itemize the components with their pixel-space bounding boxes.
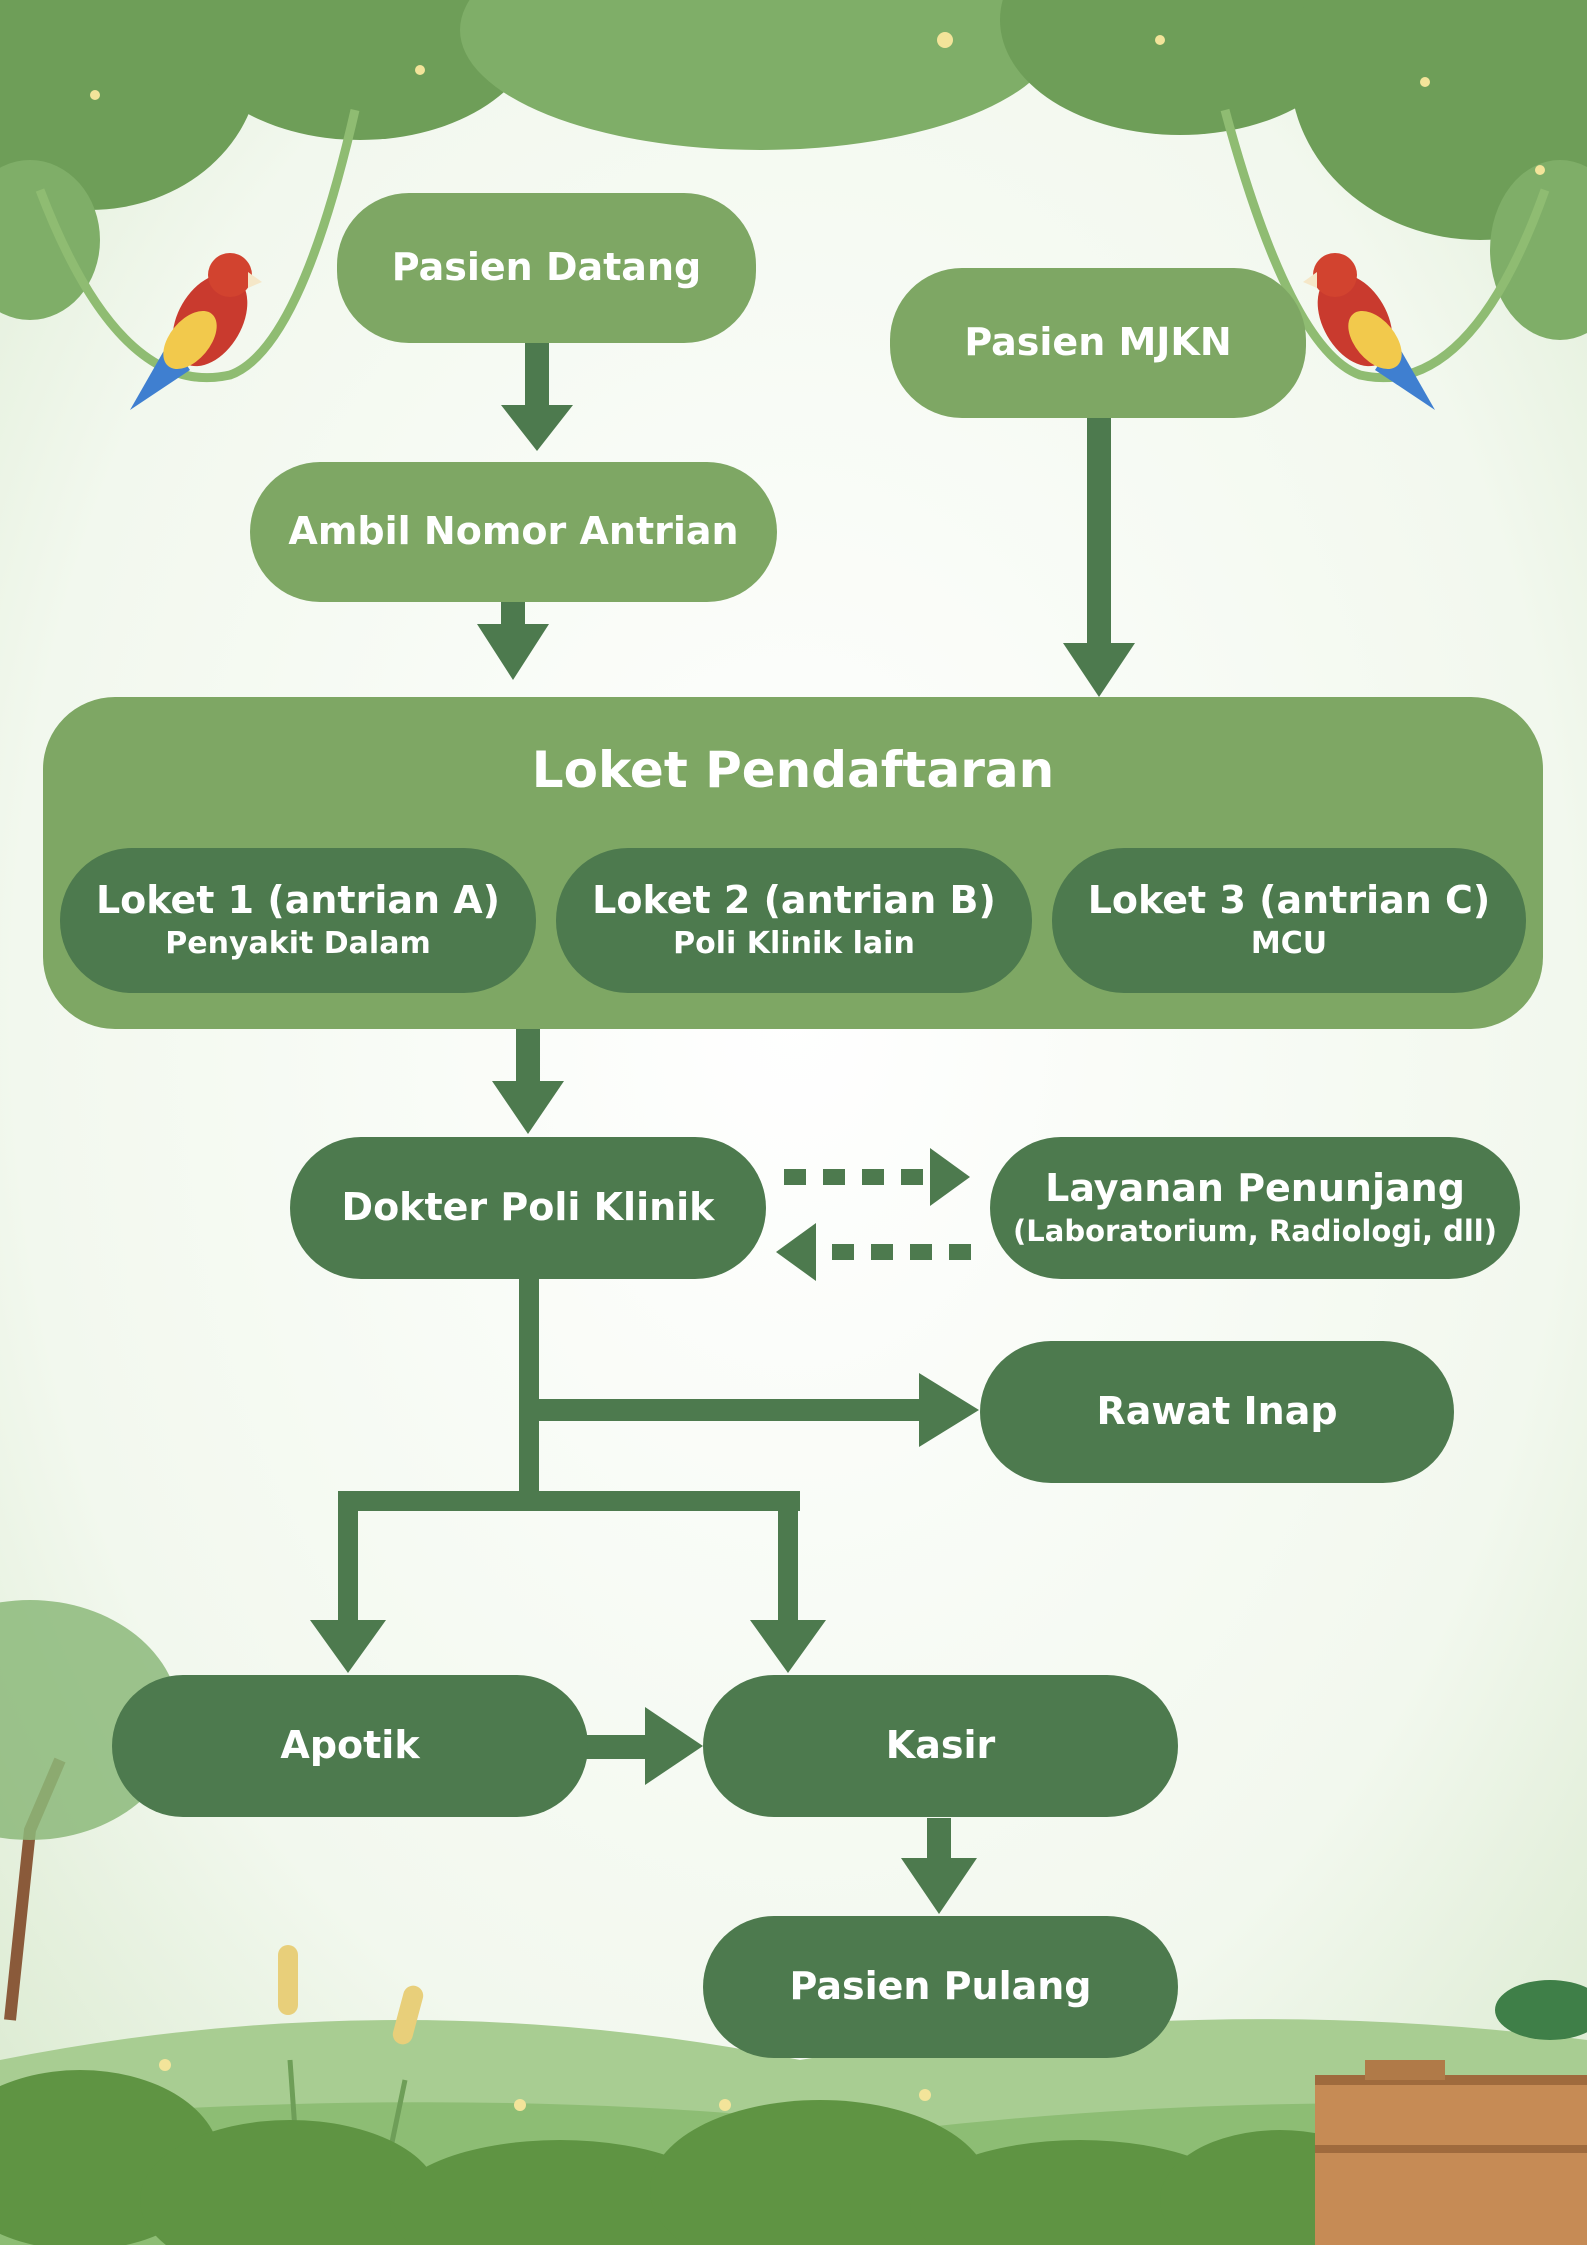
node-ambil-nomor-antrian: Ambil Nomor Antrian: [250, 462, 777, 602]
node-label: Rawat Inap: [1096, 1389, 1338, 1434]
node-label: Ambil Nomor Antrian: [288, 509, 739, 554]
loket-label: Loket 3 (antrian C): [1087, 877, 1491, 922]
line-split: [338, 1491, 800, 1511]
wooden-crate: [1315, 1980, 1587, 2245]
loket-sub: Penyakit Dalam: [165, 926, 431, 962]
node-rawat-inap: Rawat Inap: [980, 1341, 1454, 1483]
dashed-arrow-to-dokter: [776, 1223, 971, 1281]
arrow-to-apotik: [310, 1501, 386, 1673]
parrot-icon: [130, 253, 262, 410]
arrow-to-kasir: [750, 1501, 826, 1673]
arrow-antrian-to-loket: [477, 602, 549, 680]
node-label: Apotik: [280, 1723, 420, 1768]
loket-label: Loket 1 (antrian A): [95, 877, 501, 922]
arrow-to-rawat-inap: [529, 1373, 979, 1447]
loket-label: Loket 2 (antrian B): [592, 877, 996, 922]
arrow-mjkn-to-loket: [1063, 418, 1135, 697]
node-pasien-pulang: Pasien Pulang: [703, 1916, 1178, 2058]
line-dokter-trunk: [519, 1279, 539, 1494]
parrot-icon: [1303, 253, 1435, 410]
node-pasien-mjkn: Pasien MJKN: [890, 268, 1306, 418]
arrow-loket-to-dokter: [492, 1029, 564, 1134]
node-kasir: Kasir: [703, 1675, 1178, 1817]
node-loket-2: Loket 2 (antrian B) Poli Klinik lain: [556, 848, 1032, 993]
loket-pendaftaran-title: Loket Pendaftaran: [531, 741, 1055, 799]
bush-lights: [159, 2059, 931, 2111]
node-loket-3: Loket 3 (antrian C) MCU: [1052, 848, 1526, 993]
node-label: Pasien Datang: [391, 245, 702, 290]
node-label: Dokter Poli Klinik: [341, 1185, 715, 1230]
arrow-kasir-to-pulang: [901, 1818, 977, 1914]
node-loket-1: Loket 1 (antrian A) Penyakit Dalam: [60, 848, 536, 993]
loket-sub: Poli Klinik lain: [673, 926, 915, 962]
tree-canopy: [0, 0, 1587, 340]
node-dokter-poli-klinik: Dokter Poli Klinik: [290, 1137, 766, 1279]
loket-sub: MCU: [1250, 926, 1328, 962]
node-label: Pasien Pulang: [789, 1964, 1092, 2009]
node-label: Pasien MJKN: [964, 320, 1232, 365]
node-layanan-penunjang: Layanan Penunjang (Laboratorium, Radiolo…: [990, 1137, 1520, 1279]
node-label: Layanan Penunjang: [1045, 1165, 1465, 1210]
arrow-datang-to-antrian: [501, 343, 573, 451]
node-label: Kasir: [885, 1723, 996, 1768]
arrow-apotik-to-kasir: [585, 1707, 703, 1785]
node-apotik: Apotik: [112, 1675, 588, 1817]
vine: [35, 108, 1550, 383]
node-pasien-datang: Pasien Datang: [337, 193, 756, 343]
node-sub: (Laboratorium, Radiologi, dll): [1013, 1214, 1497, 1249]
dashed-arrow-to-penunjang: [784, 1148, 970, 1206]
